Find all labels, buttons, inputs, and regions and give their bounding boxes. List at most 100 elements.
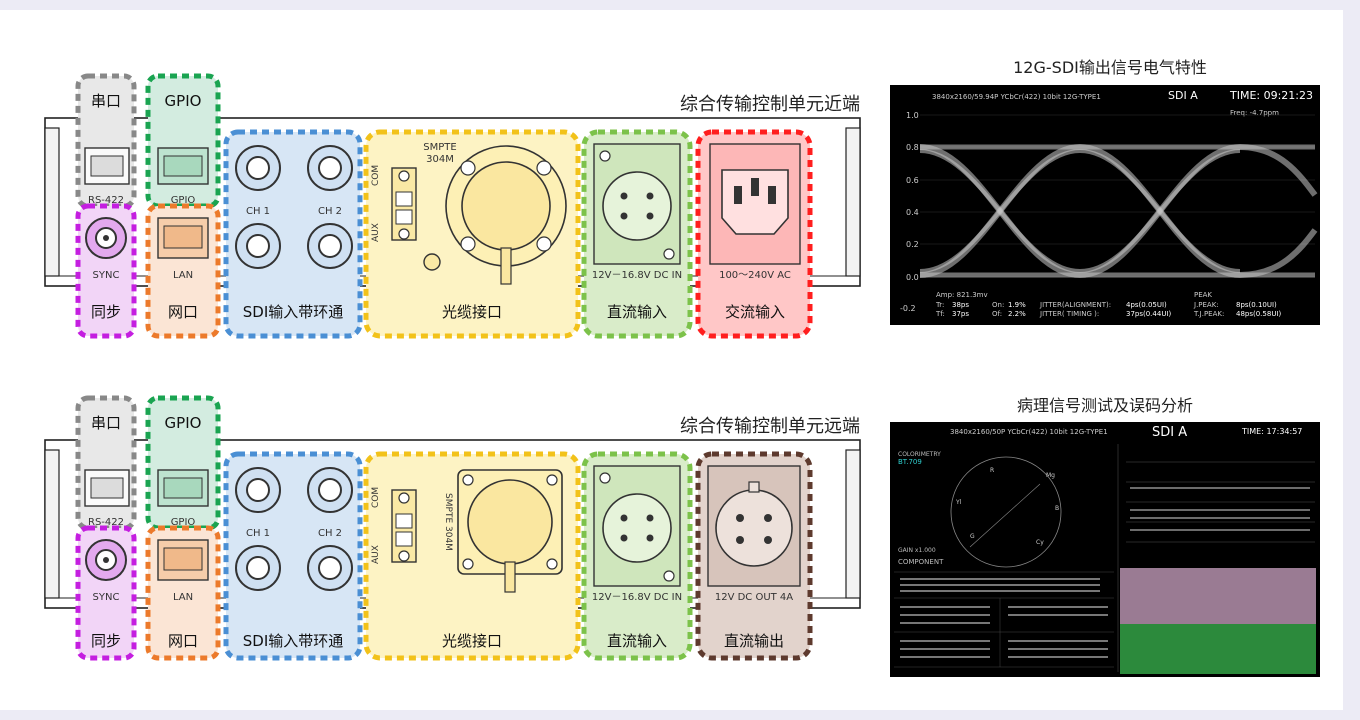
near-fiber-flange-screw-bl [460, 236, 476, 252]
scope1-tf-label: Tf: [935, 310, 945, 318]
scope2-table-row [900, 648, 990, 650]
far-gpio-port-socket [163, 477, 203, 499]
scope1-tr-value: 38ps [952, 301, 969, 309]
scope1-time: TIME: 09:21:23 [1229, 89, 1313, 102]
near-dc-in-screw-br [663, 248, 675, 260]
near-fiber-smpte-model: 304M [426, 154, 454, 165]
scope1-y-tick: 0.4 [906, 208, 919, 217]
scope1-format: 3840x2160/59.94P YCbCr(422) 10bit 12G-TY… [932, 93, 1101, 101]
near-sdi-ch1-out-inner [246, 156, 270, 180]
far-lan-port-label: LAN [173, 592, 193, 603]
scope1-jitter-timing-value: 37ps(0.44UI) [1126, 310, 1172, 318]
near-sdi-ch2-label: CH 2 [318, 206, 342, 217]
scope1-tr-label: Tr: [935, 301, 944, 309]
far-dc-in-screw-br [663, 570, 675, 582]
far-dc-in-panel-label: 12V－16.8V DC IN [592, 592, 682, 603]
scope1-y-tick: 0.6 [906, 176, 919, 185]
scope1-eye-traces [919, 143, 1318, 279]
scope2-waveform-grid [1126, 461, 1315, 543]
far-fiber-terminal-slot-1 [395, 513, 413, 529]
scope2-table-row [1008, 614, 1108, 616]
scope2-colorimetry-label: COLORIMETRY [898, 451, 941, 458]
near-dc-in-pin-1 [620, 192, 628, 200]
scope2-input: SDI A [1152, 425, 1187, 440]
scope2-table-row [900, 640, 990, 642]
far-fiber-smpte-connector [467, 479, 553, 565]
near-ac-in-pin-neutral [768, 186, 776, 204]
far-dc-out-panel-label: 12V DC OUT 4A [715, 592, 793, 603]
scope2-table-row [1008, 648, 1108, 650]
scope1-amp: Amp: 821.3mv [936, 291, 988, 299]
far-panel-diagram: RS-422 串口 GPIO GPIO SYNC 同步 LAN 网口 CH 1 … [44, 395, 861, 661]
page: 综合传输控制单元近端 RS-422 串口 GPIO GPIO SYNC 同步 L… [0, 10, 1343, 710]
scope2-vector-label: Mg [1046, 472, 1055, 479]
scope2-vectorscope-trace [969, 483, 1041, 548]
scope1-eye-pattern-screen: 3840x2160/59.94P YCbCr(422) 10bit 12G-TY… [890, 85, 1320, 325]
scope2-table-row [1008, 606, 1108, 608]
far-fiber-terminal-screw-2 [398, 550, 410, 562]
far-gpio-port-label: GPIO [171, 517, 196, 528]
near-fiber-tag: 光缆接口 [442, 303, 502, 321]
scope1-eye-trace [919, 148, 1241, 273]
far-dc-out-latch [748, 481, 760, 493]
near-ac-in-panel-label: 100～240V AC [719, 270, 791, 281]
far-lan-port-socket [163, 547, 203, 571]
far-dc-out-pin-2 [764, 514, 772, 522]
scope1-y-axis: 1.0 0.8 0.6 0.4 0.2 0.0 -0.2 [900, 111, 919, 313]
near-dc-in-xlr-socket [602, 171, 672, 241]
scope2-vectorscope-circle [950, 456, 1062, 568]
far-dc-out-pin-4 [764, 536, 772, 544]
far-sdi-tag: SDI输入带环通 [243, 632, 344, 650]
far-fiber-smpte-label: SMPTE 304M [443, 493, 453, 551]
far-dc-in-pin-2 [646, 514, 654, 522]
near-panel-title: 综合传输控制单元近端 [680, 94, 860, 115]
scope1-of-label: Of: [992, 310, 1002, 318]
near-fiber-terminal-slot-1 [395, 191, 413, 207]
scope2-table-row [900, 622, 990, 624]
near-serial-tag: 串口 [91, 92, 121, 110]
near-fiber-flange-screw-tr [536, 160, 552, 176]
far-gpio-tag: GPIO [165, 414, 202, 432]
far-sync-port-label: SYNC [93, 592, 120, 603]
near-gpio-port-socket [163, 155, 203, 177]
scope2-table-row [900, 614, 990, 616]
near-panel-diagram: RS-422 串口 GPIO GPIO SYNC 同步 LAN 网口 CH 1 … [44, 73, 861, 339]
scope2-table-row [900, 590, 1100, 592]
scope1-y-tick: 1.0 [906, 111, 919, 120]
near-ac-in-pin-live [734, 186, 742, 204]
scope2-analysis-screen: 3840x2160/50P YCbCr(422) 10bit 12G-TYPE1… [890, 422, 1320, 677]
scope2-status-table-rows [900, 578, 1108, 658]
scope2-color-bar-bottom [1120, 624, 1316, 674]
scope2-gain: GAIN x1.000 [898, 547, 936, 554]
scope1-y-tick: 0.8 [906, 143, 919, 152]
scope1-gridlines [920, 114, 1315, 278]
scope1-peak-label: PEAK [1194, 291, 1212, 299]
scope2-table-row [900, 584, 1100, 586]
far-dc-in-pin-1 [620, 514, 628, 522]
scope1-input: SDI A [1168, 89, 1198, 102]
scope2-status-table-lines [894, 571, 1114, 668]
scope2-analysis-display: 3840x2160/50P YCbCr(422) 10bit 12G-TYPE1… [894, 425, 1316, 674]
far-dc-out-pin-1 [736, 514, 744, 522]
near-fiber-terminal-screw-1 [398, 170, 410, 182]
scope1-caption: 12G-SDI输出信号电气特性 [1013, 58, 1207, 77]
far-dc-in-pin-4 [646, 534, 654, 542]
near-lan-tag: 网口 [168, 303, 198, 321]
scope1-jpeak-label: J.PEAK: [1193, 301, 1219, 309]
far-fiber-cable-latch [504, 561, 516, 593]
near-lan-port-socket [163, 225, 203, 249]
far-sdi-ch1-label: CH 1 [246, 528, 270, 539]
scope1-y-tick: 0.0 [906, 273, 919, 282]
scope1-tjpeak-label: T.J.PEAK: [1193, 310, 1224, 318]
near-fiber-cable-latch [500, 247, 512, 285]
far-fiber-flange-screw-tr [546, 474, 558, 486]
far-panel-title: 综合传输控制单元远端 [680, 416, 860, 437]
near-ac-in-tag: 交流输入 [725, 303, 785, 321]
far-dc-in-pin-3 [620, 534, 628, 542]
near-fiber-flange-screw-tl [460, 160, 476, 176]
near-sync-bnc-pin [103, 235, 109, 241]
scope1-jitter-timing-label: JITTER( TIMING ): [1039, 310, 1099, 318]
scope1-y-tick: -0.2 [900, 304, 916, 313]
scope2-format: 3840x2160/50P YCbCr(422) 10bit 12G-TYPE1 [950, 428, 1108, 436]
far-serial-port-label: RS-422 [88, 517, 124, 528]
